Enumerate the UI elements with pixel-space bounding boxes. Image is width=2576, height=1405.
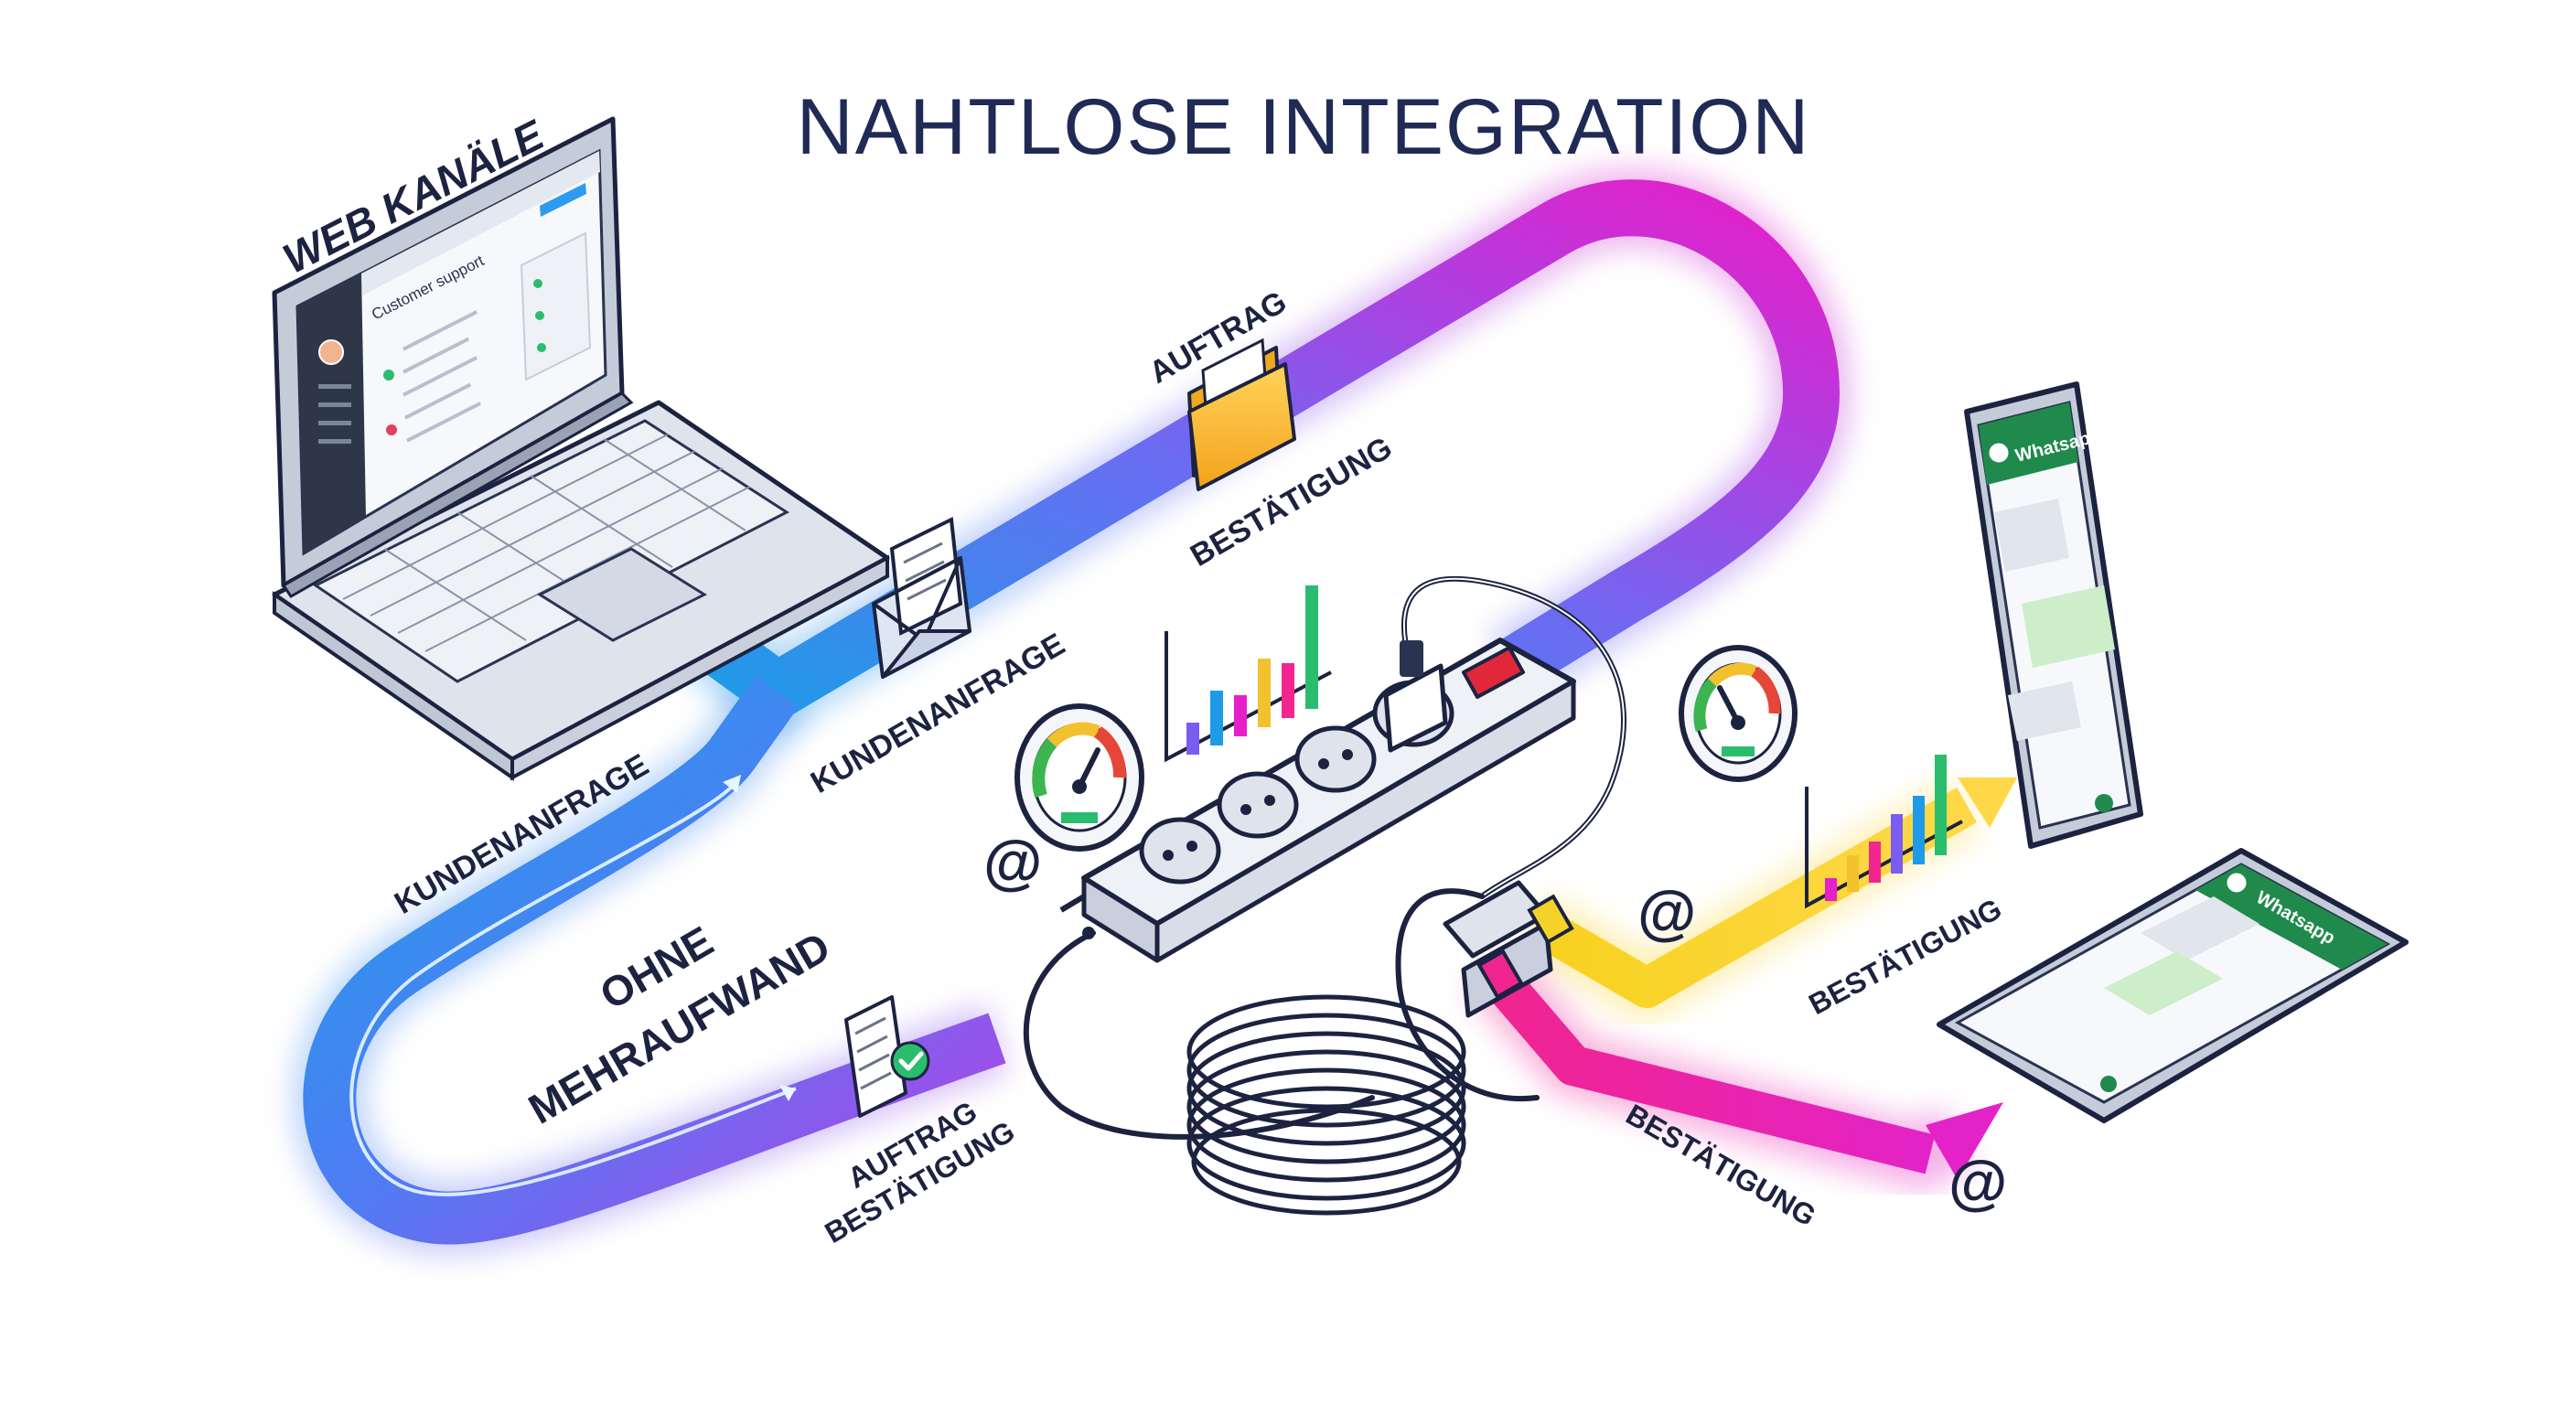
laptop-ticket-list [383,231,592,443]
envelope-icon [872,516,971,679]
folder-icon [1187,338,1296,491]
laptop-header-button [540,183,586,217]
at-icon: @ [1948,1148,2007,1216]
smartphone-icon: Whatsapp [1964,381,2143,849]
flow-paths [293,168,2017,1255]
whatsapp-icon [1986,440,2012,466]
whatsapp-icon [2224,870,2249,896]
page-title: NAHTLOSE INTEGRATION [797,83,1811,171]
laptop-icon: Customer support [272,116,890,781]
yellow-flow-band [1526,787,1977,1008]
document-check-icon [844,995,930,1118]
loop-flow-band [303,675,1006,1245]
power-strip-icon [1059,638,1576,963]
laptop-trackpad [536,547,708,642]
avatar [318,339,344,365]
smartphone-icon: Whatsapp [1937,848,2409,1123]
arrow-icon [1958,778,2017,828]
at-icon: @ [983,828,1042,896]
arrow-icon [779,1085,796,1101]
arrow-icon [723,775,741,793]
laptop-screen [295,148,607,556]
laptop-keyboard [313,419,789,683]
gauge-icon [1014,703,1144,852]
power-switch [1462,646,1525,699]
pink-flow-band [1476,956,1936,1174]
at-icon: @ [1637,878,1696,946]
arrow-icon [1926,1102,2003,1180]
output-connector [1443,880,1574,1018]
power-cables [1023,575,1626,1140]
loop-arrow-line [349,785,797,1196]
gauge-icon [1679,645,1798,782]
cable-coil-icon [1186,994,1466,1216]
whatsapp-header [1979,402,2078,485]
bar-chart-icon [1165,585,1332,763]
bar-chart-icon [1805,755,1963,909]
main-flow-band [678,179,1840,719]
